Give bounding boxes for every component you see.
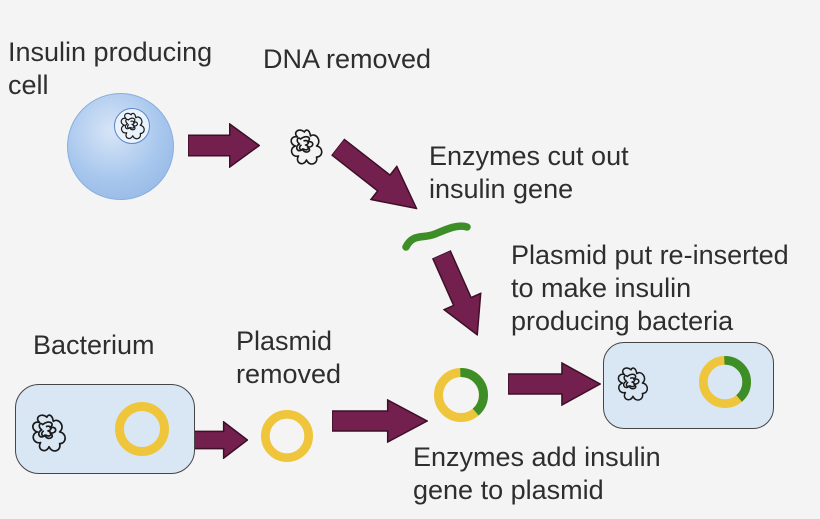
- plasmid-with-gene-icon: [699, 356, 751, 408]
- dna-tangle-icon: [29, 409, 67, 457]
- label-enzymes-cut-out-insulin-gene: Enzymes cut out insulin gene: [429, 141, 629, 204]
- label-plasmid-reinserted: Plasmid put re-inserted to make insulin …: [511, 240, 789, 336]
- cell-nucleus-shape: [114, 108, 150, 144]
- label-bacterium: Bacterium: [33, 330, 155, 360]
- plasmid-ring-icon: [261, 410, 313, 462]
- label-plasmid-removed: Plasmid removed: [236, 326, 342, 389]
- arrow-bacterium-to-plasmid-icon: [190, 421, 248, 459]
- dna-tangle-icon: [615, 361, 649, 407]
- label-dna-removed: DNA removed: [263, 44, 432, 74]
- plasmid-ring-icon: [115, 402, 169, 456]
- bacterium-shape: [15, 384, 195, 474]
- plasmid-with-gene-icon: [434, 368, 488, 422]
- label-insulin-producing-cell: Insulin producing cell: [8, 37, 213, 100]
- arrow-plasmid-to-gene-plasmid-icon: [332, 399, 428, 443]
- insulin-cell-shape: [67, 93, 174, 200]
- arrow-cell-to-dna-icon: [188, 123, 260, 168]
- insulin-gene-icon: [402, 222, 471, 251]
- arrow-dna-to-gene-icon: [324, 130, 431, 227]
- insulin-producing-bacterium-shape: [603, 342, 774, 429]
- label-enzymes-add-insulin-gene: Enzymes add insulin gene to plasmid: [413, 442, 661, 505]
- dna-tangle-icon: [118, 111, 146, 141]
- arrow-to-final-bacterium-icon: [508, 362, 601, 406]
- arrow-gene-to-plasmid-icon: [422, 246, 497, 344]
- dna-tangle-icon: [287, 127, 324, 167]
